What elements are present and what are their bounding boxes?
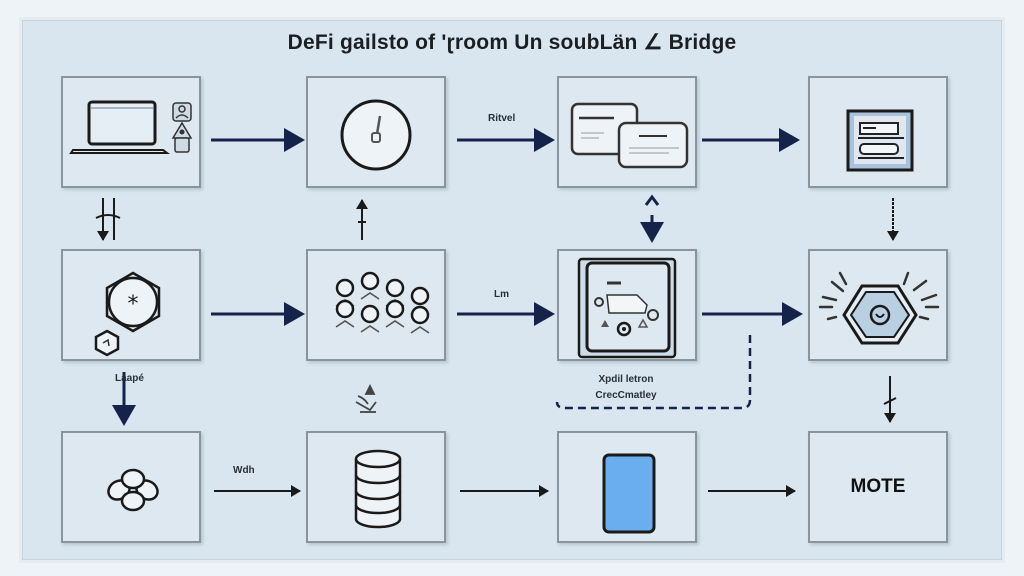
glowing-hexagon-icon — [818, 271, 940, 345]
edge-label-dial-to-cards: Ritvel — [488, 113, 516, 124]
person-body — [410, 326, 430, 334]
person-node — [360, 271, 380, 291]
contract-caption: Xpdil letron CrecCmatley — [580, 372, 672, 404]
node-hex-token[interactable]: * — [61, 249, 201, 361]
person-node — [410, 305, 430, 325]
mote-label: MOTE — [850, 476, 906, 497]
person-node — [335, 278, 355, 298]
node-hex-oracle[interactable] — [808, 249, 948, 361]
laptop-with-users-icon — [69, 100, 193, 154]
node-liquidity-pool[interactable] — [61, 431, 201, 543]
svg-text:*: * — [128, 292, 139, 317]
node-bridge-contract[interactable] — [557, 249, 697, 361]
message-cards-icon — [570, 102, 689, 169]
node-document-form[interactable] — [808, 76, 948, 188]
contract-caption-line1: Xpdil letron — [598, 374, 654, 385]
node-mote[interactable]: MOTE — [808, 431, 948, 543]
person-node — [360, 304, 380, 324]
dial-circle-icon — [340, 99, 412, 171]
node-signature-dial[interactable] — [306, 76, 446, 188]
person-node — [410, 286, 430, 306]
edge-label-pool-to-db: Wdh — [233, 465, 255, 476]
database-cylinder-icon — [354, 449, 402, 529]
person-body — [385, 320, 405, 328]
node-message-cards[interactable] — [557, 76, 697, 188]
phone-screen-icon — [602, 453, 656, 534]
person-body — [335, 320, 355, 328]
people-network-icon — [335, 271, 430, 334]
contract-caption-line2: CrecCmatley — [595, 390, 657, 401]
hexagon-asterisk-icon: * — [94, 271, 161, 357]
person-body — [360, 325, 380, 333]
node-validator-network[interactable] — [306, 249, 446, 361]
diagram-title: DeFi gailsto of 'ɽroom Un soubLän ∠ Brid… — [287, 31, 737, 54]
node-mobile-device[interactable] — [557, 431, 697, 543]
vehicle-panel-icon — [577, 257, 677, 359]
node-database[interactable] — [306, 431, 446, 543]
edge-label-token-down: Laapé — [115, 373, 144, 384]
person-node — [335, 299, 355, 319]
edge-label-network-to-contract: Lm — [494, 289, 509, 300]
person-node — [385, 299, 405, 319]
person-body — [360, 292, 380, 300]
document-form-icon — [846, 109, 914, 172]
linked-rings-icon — [107, 468, 159, 512]
person-node — [385, 278, 405, 298]
node-laptop-wallet[interactable] — [61, 76, 201, 188]
